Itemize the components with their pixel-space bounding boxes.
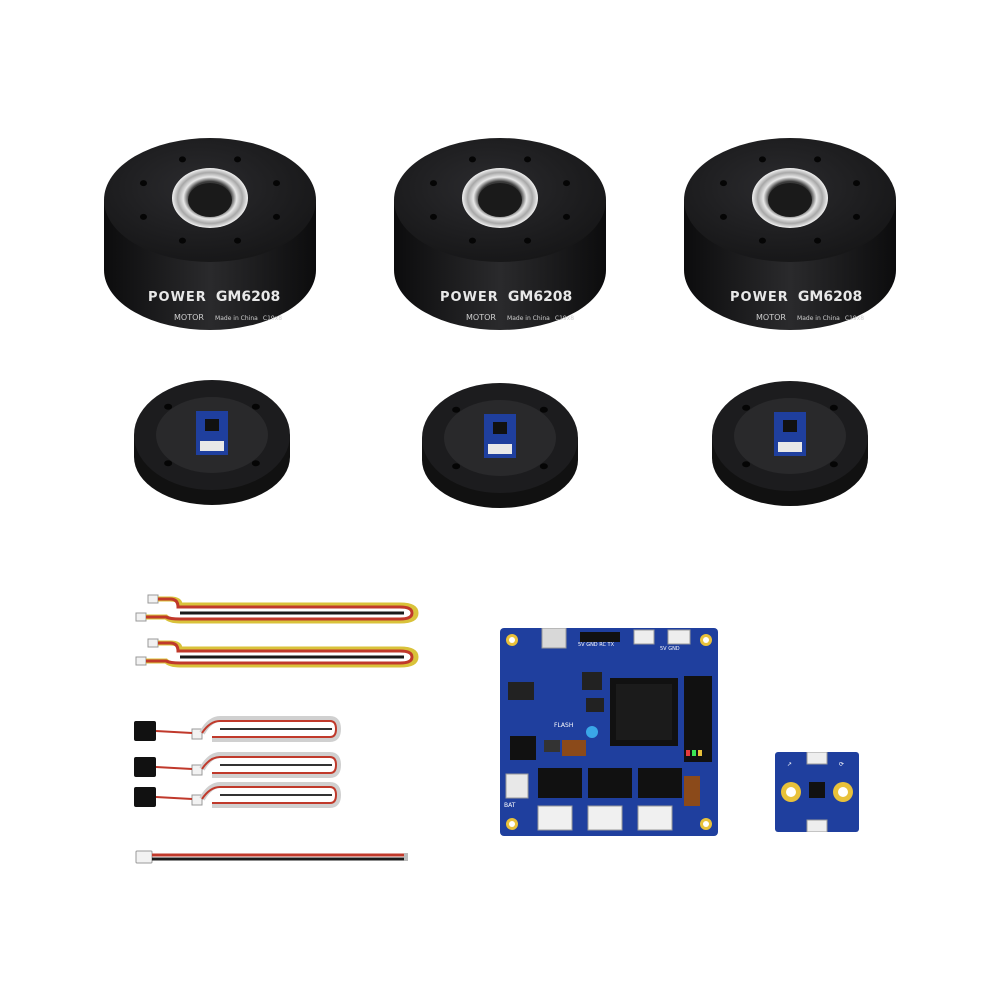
- motor-label-1: POWER GM6208 MOTOR Made in China C19x8: [148, 286, 298, 324]
- motor-brand-bottom: MOTOR: [756, 313, 786, 322]
- controller-board-graphic: [500, 628, 718, 836]
- cable-set: [120, 585, 430, 875]
- gimbal-controller-board: FLASH BAT 5V GND RC TX 5V GND: [500, 628, 718, 836]
- motor-2: [394, 138, 606, 330]
- long-cable-2: [135, 638, 419, 668]
- motor-origin: Made in China: [507, 315, 550, 322]
- motor-brand-top: POWER: [440, 290, 499, 305]
- motor-row-graphic: [104, 138, 896, 330]
- encoder-mount-1: [134, 380, 290, 505]
- encoder-mount-3: [712, 381, 868, 506]
- motor-serial: C19x8: [262, 315, 283, 322]
- motor-serial: C19x8: [554, 315, 575, 322]
- aux-label: 5V GND: [660, 646, 680, 652]
- svg-text:↗: ↗: [787, 761, 792, 768]
- motor-row: POWER GM6208 MOTOR Made in China C19x8 P…: [0, 0, 1000, 350]
- header-label: 5V GND RC TX: [578, 642, 615, 648]
- servo-cable-1: [134, 716, 342, 742]
- cable-set-graphic: [134, 594, 419, 864]
- encoder-mount-2: [422, 383, 578, 508]
- motor-brand-bottom: MOTOR: [174, 313, 204, 322]
- motor-origin: Made in China: [215, 315, 258, 322]
- servo-cable-3: [134, 782, 342, 808]
- motor-model: GM6208: [215, 289, 281, 305]
- motor-label-2: POWER GM6208 MOTOR Made in China C19x8: [440, 286, 590, 324]
- imu-sensor-board: ↗ ⟳: [775, 752, 859, 832]
- motor-brand-top: POWER: [148, 290, 207, 305]
- flash-label: FLASH: [554, 722, 574, 729]
- motor-3: [684, 138, 896, 330]
- svg-text:⟳: ⟳: [839, 761, 844, 768]
- motor-model: GM6208: [797, 289, 863, 305]
- imu-board-graphic: ↗ ⟳: [775, 752, 859, 832]
- motor-origin: Made in China: [797, 315, 840, 322]
- long-cable-1: [135, 594, 419, 624]
- motor-label-3: POWER GM6208 MOTOR Made in China C19x8: [730, 286, 880, 324]
- power-cable: [135, 850, 408, 864]
- motor-model: GM6208: [507, 289, 573, 305]
- motor-serial: C19x8: [844, 315, 865, 322]
- encoder-mount-graphic: [134, 380, 868, 508]
- motor-brand-top: POWER: [730, 290, 789, 305]
- motor-brand-bottom: MOTOR: [466, 313, 496, 322]
- servo-cable-2: [134, 752, 342, 778]
- encoder-mount-row: [0, 360, 1000, 510]
- bat-label: BAT: [504, 802, 516, 809]
- motor-1: [104, 138, 316, 330]
